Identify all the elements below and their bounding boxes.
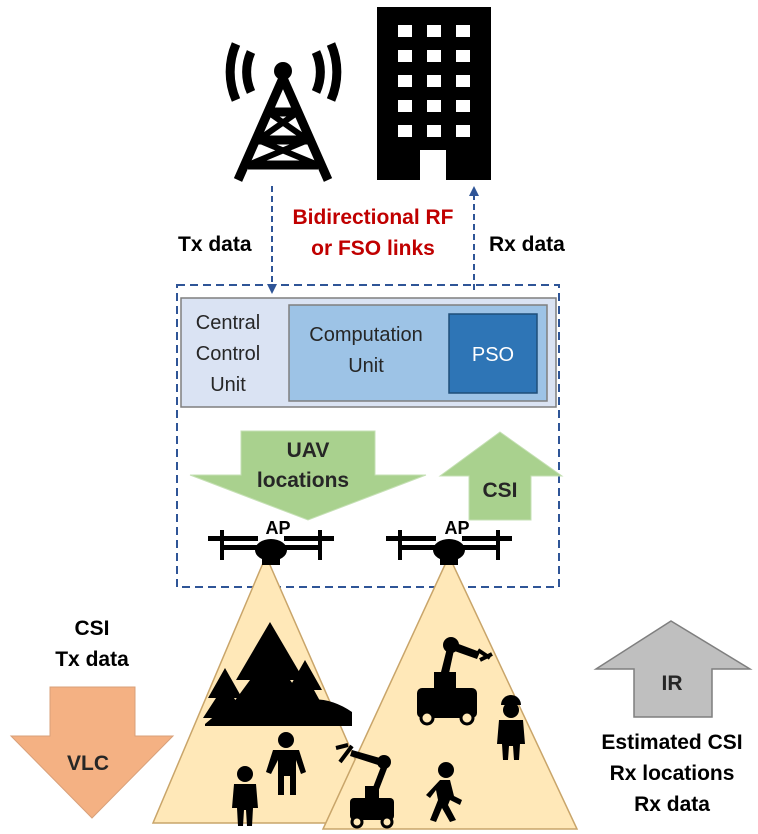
- uav-label-line1: UAV: [287, 439, 330, 462]
- estimated-csi-label: Estimated CSI: [601, 731, 742, 754]
- person-icon: [266, 732, 306, 795]
- uav-label-line2: locations: [257, 469, 349, 492]
- uav-system-boundary: [176, 284, 560, 588]
- tx-data-left-label: Tx data: [55, 648, 129, 671]
- vlc-label: VLC: [67, 752, 109, 775]
- right-drone-icon: [386, 530, 512, 565]
- comp-label-line1: Computation: [309, 324, 422, 346]
- pso-label: PSO: [472, 344, 514, 366]
- downlink-arrow: [267, 186, 277, 294]
- left-ap-label: AP: [265, 518, 290, 538]
- rx-data-right-label: Rx data: [634, 793, 710, 816]
- left-drone-icon: [208, 530, 334, 565]
- csi-up-label: CSI: [482, 479, 517, 502]
- csi-left-label: CSI: [74, 617, 109, 640]
- tree-icon: [203, 622, 352, 726]
- ccu-label-line3: Unit: [210, 374, 246, 396]
- rx-data-label: Rx data: [489, 233, 565, 256]
- building-icon: [377, 7, 491, 180]
- radio-tower-icon: [225, 42, 342, 182]
- ir-arrow: [593, 620, 753, 718]
- robot-arm-icon: [417, 637, 493, 726]
- link-label-line1: Bidirectional RF: [292, 206, 453, 229]
- csi-up-arrow: [438, 431, 564, 521]
- walking-person-icon: [426, 762, 462, 822]
- pso-box: [448, 313, 538, 394]
- ccu-label-line1: Central: [196, 312, 260, 334]
- person-icon: [232, 766, 258, 826]
- right-ap-label: AP: [444, 518, 469, 538]
- vlc-arrow: [9, 686, 175, 819]
- tx-data-label: Tx data: [178, 233, 252, 256]
- worker-icon: [497, 695, 525, 760]
- robot-arm-icon: [335, 743, 394, 829]
- uav-locations-arrow: [189, 430, 427, 521]
- ccu-label-line2: Control: [196, 343, 260, 365]
- ir-label: IR: [662, 672, 683, 695]
- uplink-arrow: [469, 186, 479, 294]
- link-label-line2: or FSO links: [311, 237, 435, 260]
- comp-label-line2: Unit: [348, 355, 384, 377]
- rx-locations-label: Rx locations: [610, 762, 735, 785]
